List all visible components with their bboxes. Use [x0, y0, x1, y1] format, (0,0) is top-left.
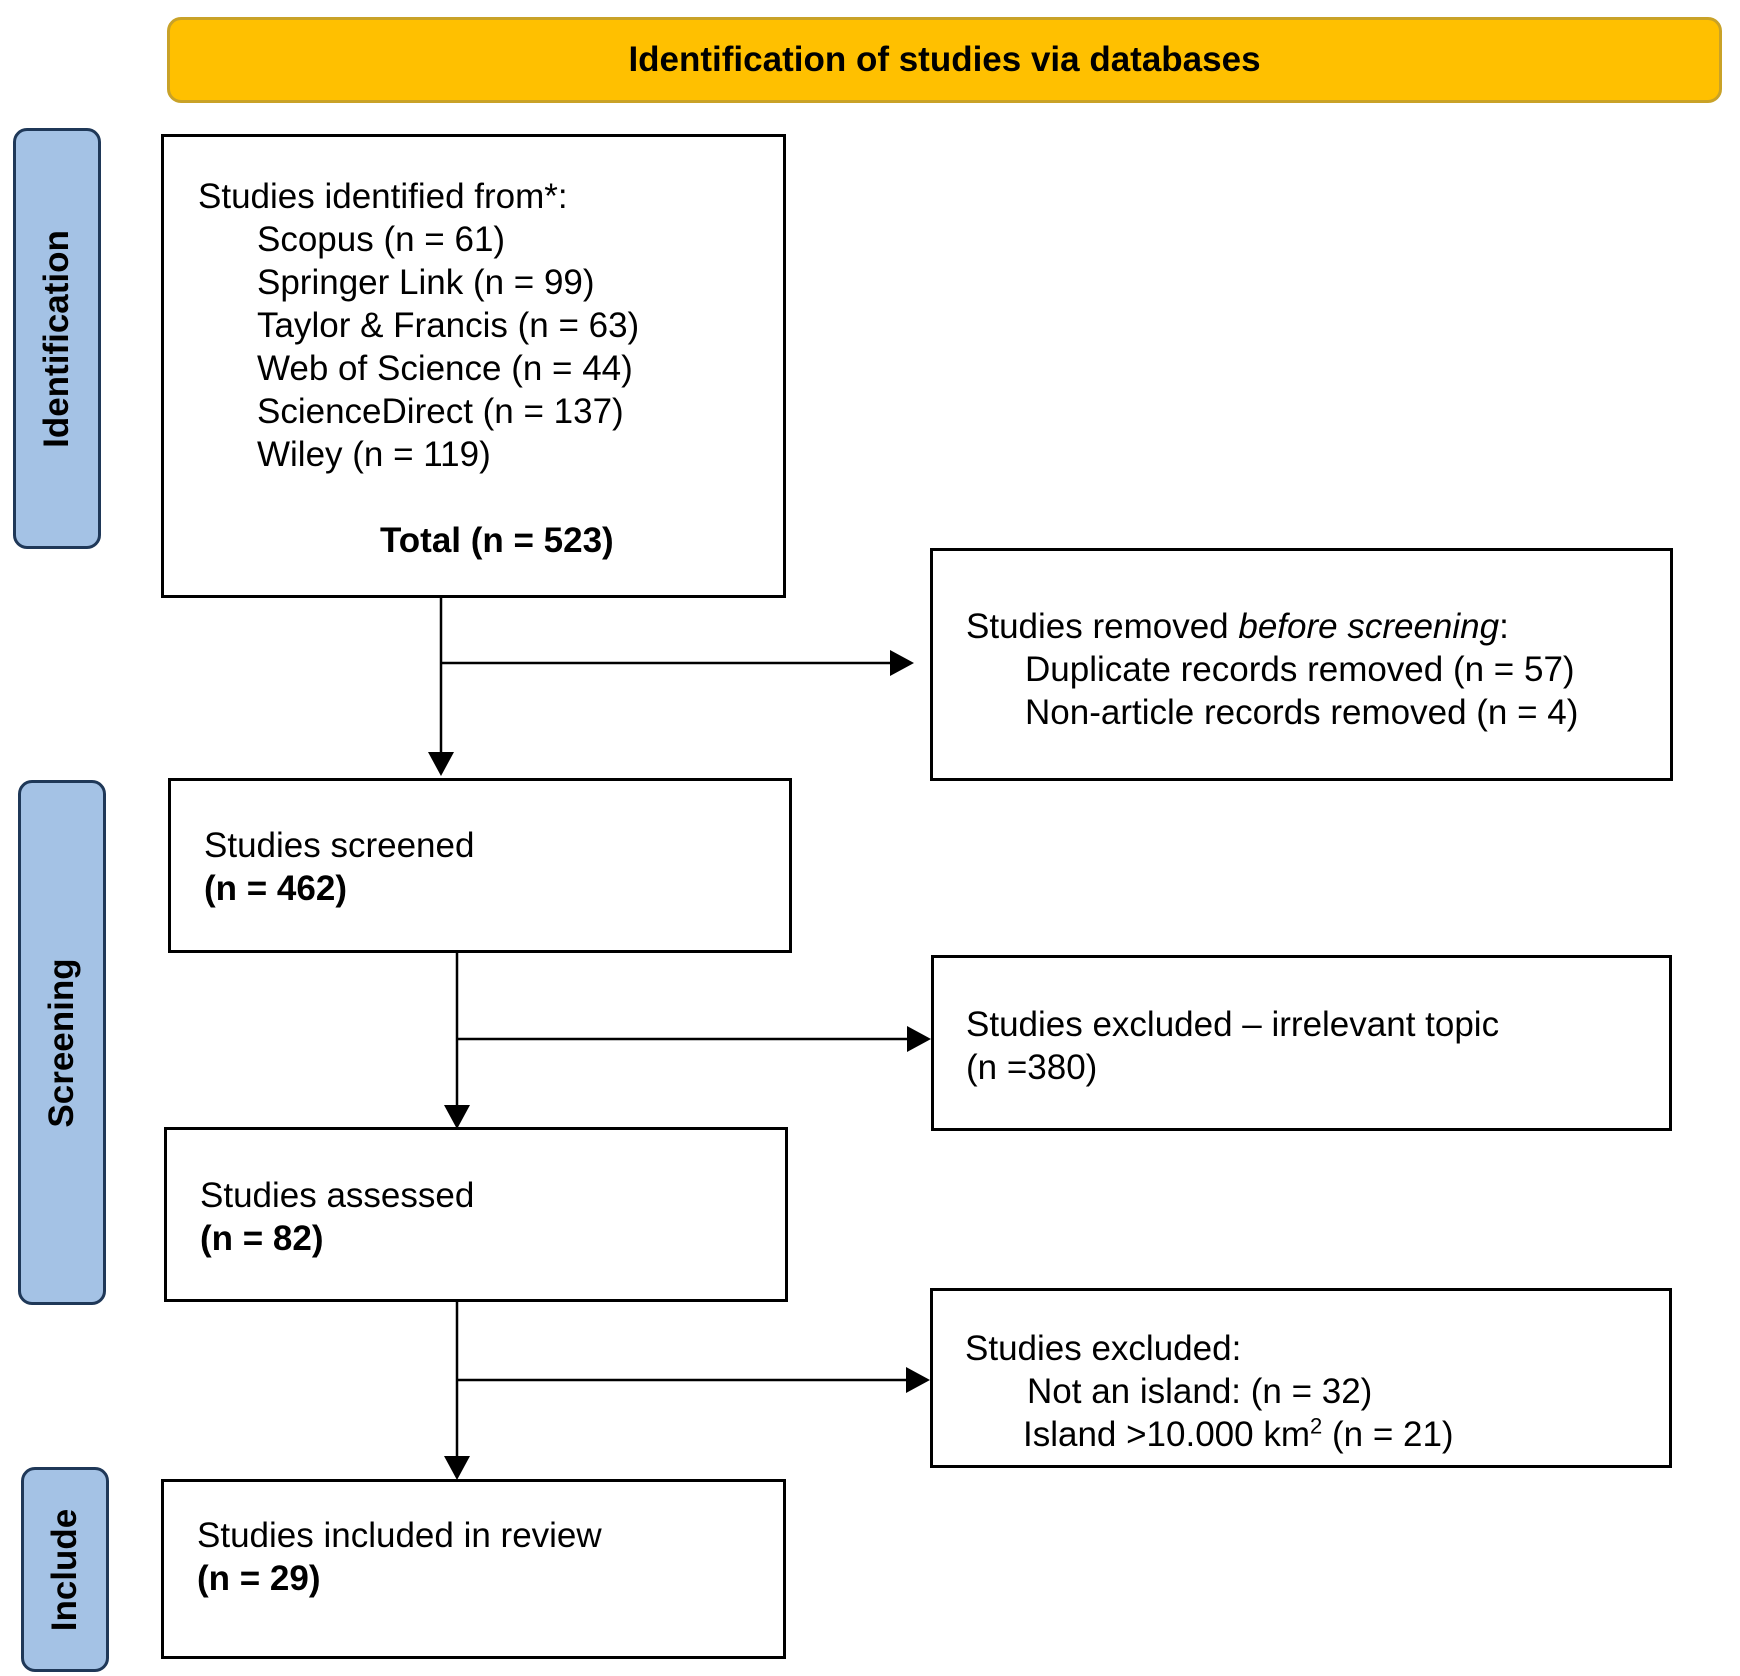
excluded-large-island: Island >10.000 km2 (n = 21): [965, 1413, 1669, 1456]
source-sciencedirect: ScienceDirect (n = 137): [257, 392, 624, 431]
excluded-detail-heading: Studies excluded:: [965, 1329, 1242, 1368]
included-box: Studies included in review (n = 29): [161, 1479, 786, 1659]
header-banner: Identification of studies via databases: [167, 17, 1722, 103]
source-web-of-science: Web of Science (n = 44): [257, 349, 633, 388]
arrowhead-included: [444, 1456, 470, 1480]
removed-non-article: Non-article records removed (n = 4): [1025, 693, 1579, 732]
assessed-box: Studies assessed (n = 82): [164, 1127, 788, 1302]
identified-total: Total (n = 523): [380, 521, 614, 560]
removed-heading-suffix: :: [1499, 607, 1509, 646]
removed-heading-italic: before screening: [1238, 607, 1500, 646]
source-scopus: Scopus (n = 61): [257, 220, 506, 259]
assessed-count: (n = 82): [200, 1219, 324, 1258]
phase-identification: Identification: [13, 128, 101, 549]
excluded-detail-box: Studies excluded: Not an island: (n = 32…: [930, 1288, 1672, 1468]
arrowhead-removed: [890, 650, 914, 676]
screened-count: (n = 462): [204, 869, 347, 908]
arrowhead-excluded-detail: [906, 1367, 930, 1393]
arrowhead-excluded-topic: [907, 1026, 931, 1052]
header-title: Identification of studies via databases: [628, 40, 1261, 79]
screened-label: Studies screened: [204, 826, 475, 865]
identified-box: Studies identified from*: Scopus (n = 61…: [161, 134, 786, 598]
excluded-large-island-suffix: (n = 21): [1322, 1415, 1454, 1454]
arrowhead-assessed: [444, 1105, 470, 1129]
phase-screening: Screening: [18, 780, 106, 1305]
excluded-large-island-sup: 2: [1310, 1413, 1323, 1439]
excluded-topic-box: Studies excluded – irrelevant topic (n =…: [931, 955, 1672, 1131]
assessed-label: Studies assessed: [200, 1176, 475, 1215]
removed-heading-prefix: Studies removed: [966, 607, 1239, 646]
source-taylor-francis: Taylor & Francis (n = 63): [257, 306, 640, 345]
removed-box: Studies removed before screening: Duplic…: [930, 548, 1673, 781]
screened-box: Studies screened (n = 462): [168, 778, 792, 953]
removed-duplicates: Duplicate records removed (n = 57): [1025, 650, 1575, 689]
source-wiley: Wiley (n = 119): [257, 435, 491, 474]
source-springer: Springer Link (n = 99): [257, 263, 595, 302]
excluded-topic-label: Studies excluded – irrelevant topic: [966, 1005, 1500, 1044]
identified-heading: Studies identified from*:: [198, 177, 568, 216]
excluded-topic-count: (n =380): [966, 1048, 1098, 1087]
phase-include: Include: [21, 1467, 109, 1672]
removed-heading: Studies removed before screening:: [966, 605, 1670, 648]
included-count: (n = 29): [197, 1559, 321, 1598]
included-label: Studies included in review: [197, 1516, 602, 1555]
excluded-not-island: Not an island: (n = 32): [1027, 1372, 1373, 1411]
excluded-large-island-prefix: Island >10.000 km: [1023, 1415, 1310, 1454]
arrowhead-screened: [428, 752, 454, 776]
